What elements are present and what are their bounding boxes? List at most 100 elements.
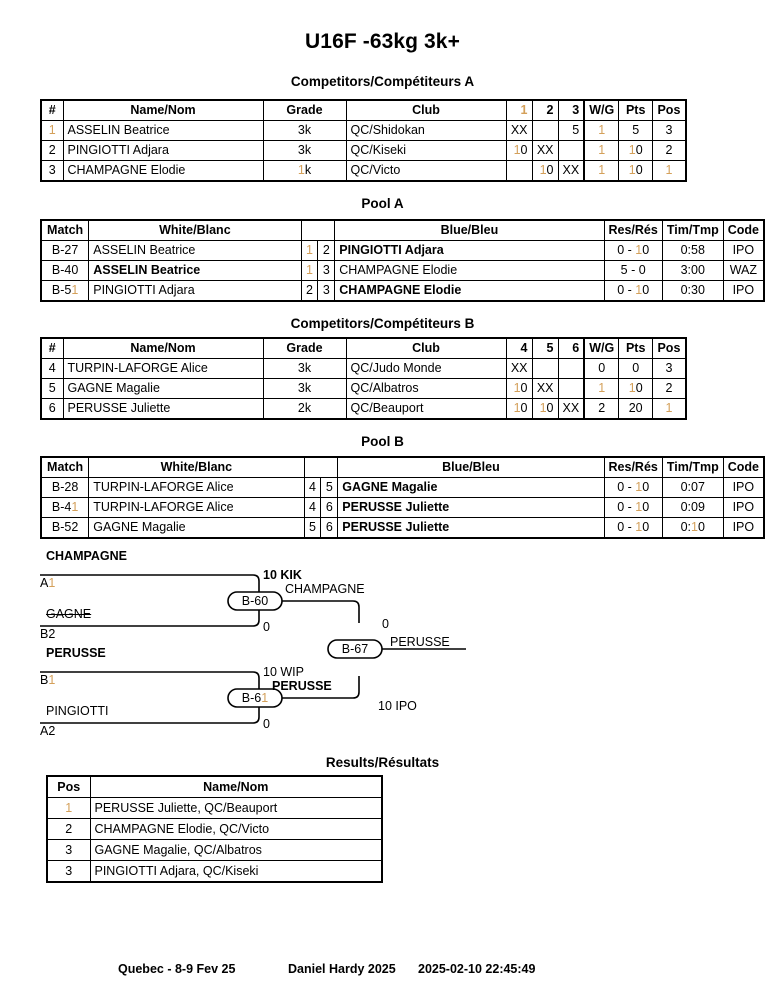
cell-score xyxy=(557,378,585,399)
col-header-pos: Pos xyxy=(46,775,91,798)
col-header-pos: Pos xyxy=(652,337,687,359)
cell-result: 0 - 10 xyxy=(603,240,663,261)
cell-competitor: CHAMPAGNE Elodie, QC/Victo xyxy=(89,818,383,840)
cell-score: 10 xyxy=(505,378,533,399)
cell-num: 4 xyxy=(40,358,64,379)
cell-code: WAZ xyxy=(722,260,765,281)
section-title-competitors-a: Competitors/Compétiteurs A xyxy=(290,74,475,89)
cell-blue-competitor: CHAMPAGNE Elodie xyxy=(334,280,605,302)
cell-wg: 1 xyxy=(583,378,620,399)
cell-position: 1 xyxy=(46,797,91,819)
cell-pts: 5 xyxy=(618,120,654,141)
cell-score: XX xyxy=(531,378,559,399)
cell-num: 2 xyxy=(40,140,64,161)
col-header-club: Club xyxy=(345,99,507,121)
cell-time: 3:00 xyxy=(661,260,724,281)
cell-score xyxy=(557,358,585,379)
cell-seed-blue: 3 xyxy=(317,260,336,281)
bracket-sf1-top-seed: A1 xyxy=(40,576,56,590)
cell-match-id: B-27 xyxy=(40,240,90,261)
cell-name: GAGNE Magalie xyxy=(62,378,264,399)
cell-white-competitor: ASSELIN Beatrice xyxy=(88,240,302,261)
cell-seed-blue: 2 xyxy=(317,240,336,261)
cell-blue-competitor: GAGNE Magalie xyxy=(337,477,605,498)
cell-result: 5 - 0 xyxy=(603,260,663,281)
cell-club: QC/Kiseki xyxy=(345,140,507,161)
col-header-seed-white xyxy=(300,219,318,241)
bracket-sf2-bottom-competitor: PINGIOTTI xyxy=(46,704,109,718)
col-header-pos: Pos xyxy=(652,99,687,121)
cell-seed-white: 2 xyxy=(300,280,319,302)
cell-match-id: B-40 xyxy=(40,260,90,281)
footer-venue: Quebec - 8-9 Fev 25 xyxy=(118,962,236,976)
cell-blue-competitor: CHAMPAGNE Elodie xyxy=(334,260,605,281)
cell-time: 0:09 xyxy=(661,497,724,518)
cell-pos: 1 xyxy=(652,398,687,420)
bracket-final-winner: PERUSSE xyxy=(390,635,450,649)
cell-score: 10 xyxy=(531,398,559,420)
bracket-sf2-top-score: 10 WIP xyxy=(263,665,304,679)
cell-score xyxy=(557,140,585,161)
cell-white-competitor: GAGNE Magalie xyxy=(88,517,305,539)
cell-num: 1 xyxy=(40,120,64,141)
cell-num: 3 xyxy=(40,160,64,182)
col-header-name: Name/Nom xyxy=(89,775,383,798)
cell-club: QC/Albatros xyxy=(345,378,507,399)
cell-grade: 3k xyxy=(262,120,347,141)
cell-pts: 10 xyxy=(618,378,654,399)
cell-score: 10 xyxy=(505,398,533,420)
cell-pts: 10 xyxy=(618,160,654,182)
bracket-match-id-b60[interactable]: B-60 xyxy=(241,594,269,608)
cell-score: XX xyxy=(505,358,533,379)
cell-time: 0:10 xyxy=(661,517,724,539)
cell-result: 0 - 10 xyxy=(603,280,663,302)
cell-pos: 3 xyxy=(652,358,687,379)
col-header-name: Name/Nom xyxy=(62,337,264,359)
cell-score: 10 xyxy=(505,140,533,161)
cell-white-competitor: TURPIN-LAFORGE Alice xyxy=(88,497,305,518)
col-header-seed-blue xyxy=(317,219,336,241)
bracket-match-id-b61[interactable]: B-61 xyxy=(241,691,269,705)
cell-club: QC/Victo xyxy=(345,160,507,182)
col-header-club: Club xyxy=(345,337,507,359)
cell-match-id: B-41 xyxy=(40,497,90,518)
col-header-opponent-4: 4 xyxy=(505,337,533,359)
cell-blue-competitor: PERUSSE Juliette xyxy=(337,517,605,539)
cell-score: XX xyxy=(531,140,559,161)
cell-code: IPO xyxy=(722,240,765,261)
cell-wg: 1 xyxy=(583,140,620,161)
cell-seed-blue: 6 xyxy=(320,517,339,539)
cell-blue-competitor: PINGIOTTI Adjara xyxy=(334,240,605,261)
cell-wg: 1 xyxy=(583,160,620,182)
cell-white-competitor: ASSELIN Beatrice xyxy=(88,260,302,281)
cell-wg: 0 xyxy=(583,358,620,379)
bracket-sf2-bottom-score: 0 xyxy=(263,717,270,731)
cell-time: 0:30 xyxy=(661,280,724,302)
cell-name: PERUSSE Juliette xyxy=(62,398,264,420)
bracket-match-id-b67[interactable]: B-67 xyxy=(341,642,369,656)
col-header-tim: Tim/Tmp xyxy=(661,219,724,241)
cell-score xyxy=(505,160,533,182)
col-header-opponent-6: 6 xyxy=(557,337,585,359)
footer-author: Daniel Hardy 2025 xyxy=(288,962,396,976)
cell-seed-white: 5 xyxy=(303,517,322,539)
cell-score: 10 xyxy=(531,160,559,182)
cell-club: QC/Judo Monde xyxy=(345,358,507,379)
cell-wg: 1 xyxy=(583,120,620,141)
cell-grade: 3k xyxy=(262,140,347,161)
col-header-white: White/Blanc xyxy=(88,456,305,478)
